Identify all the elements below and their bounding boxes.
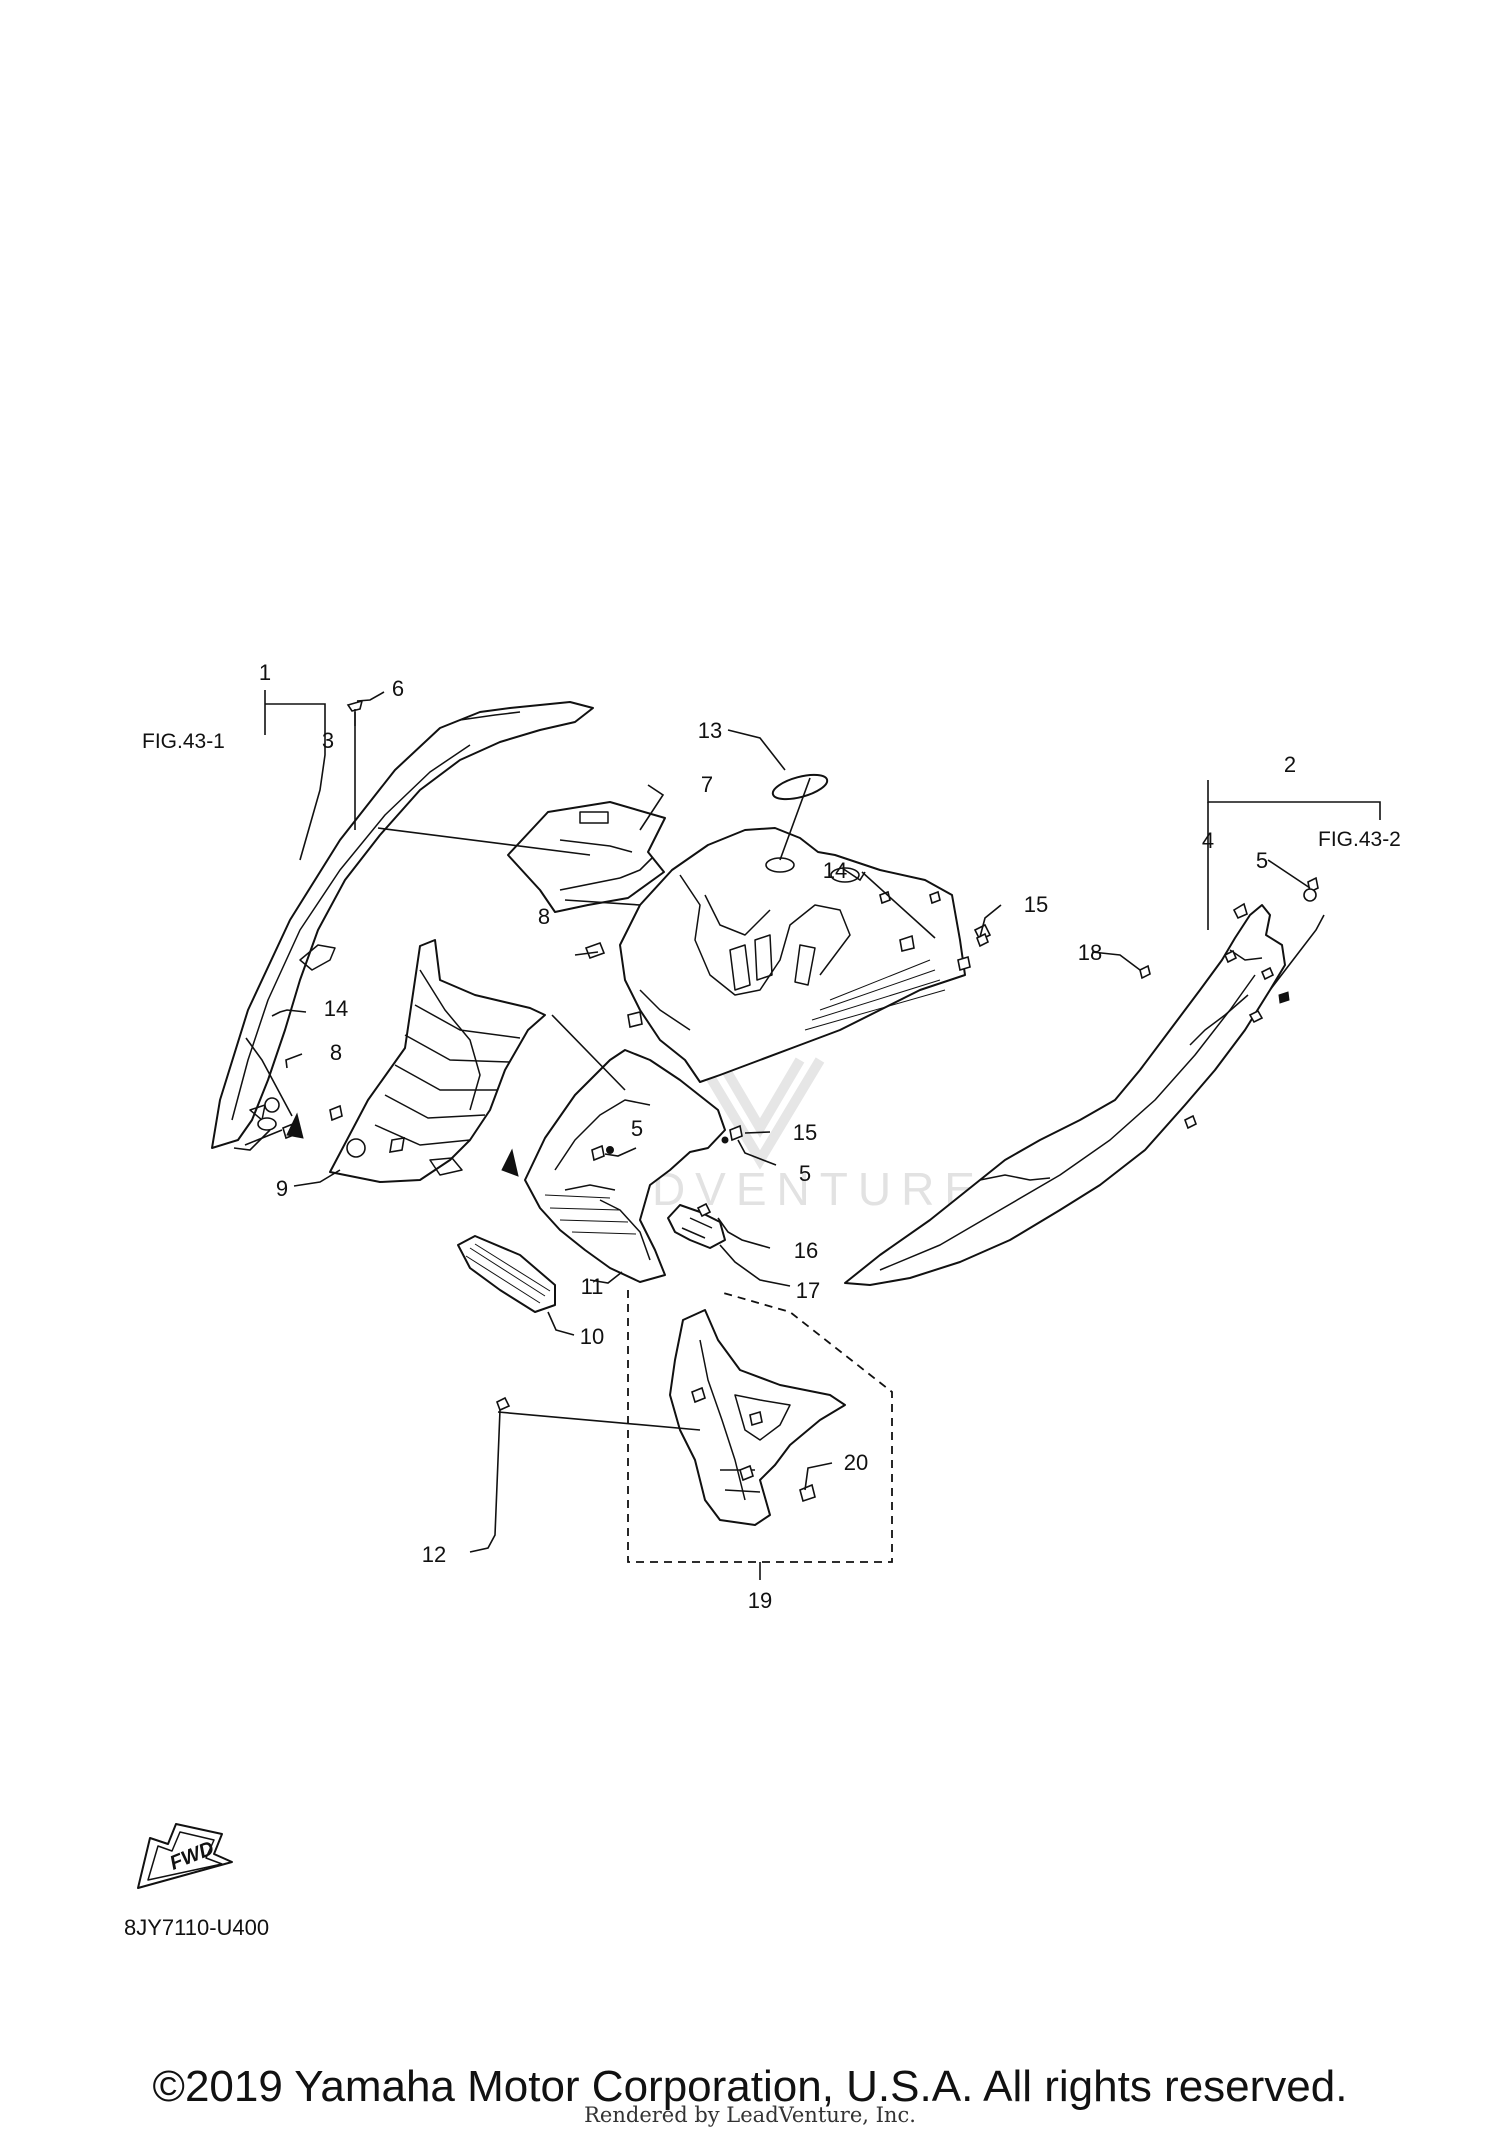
- callout-5a: 5: [1256, 848, 1268, 873]
- callout-14b: 14: [324, 996, 348, 1021]
- part-18-side-cowl-right: [844, 902, 1290, 1286]
- callout-15a: 15: [1024, 892, 1048, 917]
- assembly-19-dashed-box: [627, 1290, 893, 1563]
- part-7-panel: [507, 801, 666, 960]
- callout-8a: 8: [538, 904, 550, 929]
- callout-5b: 5: [631, 1116, 643, 1141]
- part-10-grille: [457, 1235, 556, 1313]
- leader-lines: [233, 690, 1381, 1580]
- callout-3: 3: [322, 728, 334, 753]
- footer-rendered-by: Rendered by LeadVenture, Inc.: [584, 2103, 916, 2127]
- part-3-side-cowl-upper-left: [211, 701, 594, 1149]
- callout-10: 10: [580, 1324, 604, 1349]
- callout-19: 19: [748, 1588, 772, 1613]
- part-13-front-upper-cowl: [619, 773, 992, 1083]
- callout-6: 6: [392, 676, 404, 701]
- part-19-lower-center-panel: [669, 1309, 846, 1526]
- part-17-bracket: [667, 1202, 726, 1249]
- callout-9: 9: [276, 1176, 288, 1201]
- part-9-inner-panel-left: [329, 939, 546, 1183]
- callout-16: 16: [794, 1238, 818, 1263]
- callout-14a: 14: [823, 858, 847, 883]
- callout-18: 18: [1078, 940, 1102, 965]
- callout-7: 7: [701, 772, 713, 797]
- callout-11: 11: [581, 1274, 604, 1299]
- callout-4: 4: [1202, 828, 1214, 853]
- callout-13: 13: [698, 718, 722, 743]
- fig-ref-43-2: FIG.43-2: [1318, 828, 1401, 851]
- fasteners: [264, 699, 1319, 1412]
- callout-8b: 8: [330, 1040, 342, 1065]
- callout-15b: 15: [793, 1120, 817, 1145]
- callout-labels: 1 3 FIG.43-1 6 13 7 8 14 15 2 4 FIG.43-2…: [142, 660, 1401, 1613]
- diagram-code: 8JY7110-U400: [124, 1915, 270, 1940]
- part-11-lower-front-cowl: [524, 1049, 726, 1283]
- callout-17: 17: [796, 1278, 820, 1303]
- callout-20: 20: [844, 1450, 868, 1475]
- fig-ref-43-1: FIG.43-1: [142, 730, 225, 753]
- fwd-arrow-icon: FWD: [137, 1823, 233, 1889]
- callout-1: 1: [259, 660, 271, 685]
- callout-5c: 5: [799, 1161, 811, 1186]
- callout-2: 2: [1284, 752, 1296, 777]
- footer-copyright: ©2019 Yamaha Motor Corporation, U.S.A. A…: [152, 2062, 1348, 2111]
- callout-12: 12: [422, 1542, 446, 1567]
